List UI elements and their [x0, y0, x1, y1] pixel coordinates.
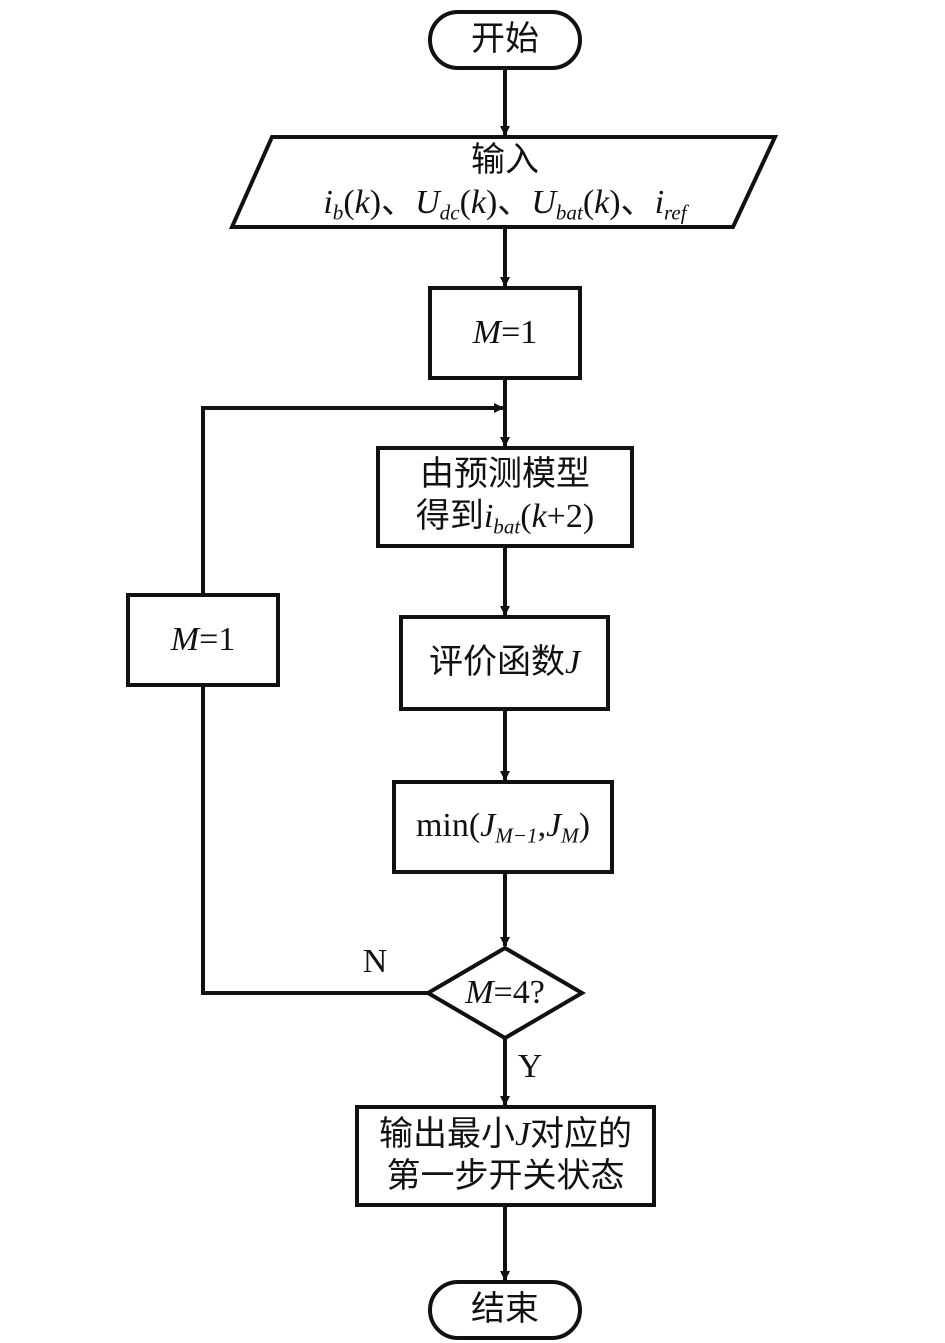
input-title: 输入	[471, 141, 539, 179]
predict-line2: 得到ibat(k+2)	[415, 498, 595, 539]
input-label: 输入 ib(k)、Udc(k)、Ubat(k)、iref	[240, 140, 770, 226]
end-terminal	[428, 1280, 582, 1340]
input-vars: ib(k)、Udc(k)、Ubat(k)、iref	[323, 184, 687, 225]
loop-no-line	[201, 685, 428, 995]
loop-back-arrow	[201, 403, 504, 595]
min-label: min(JM−1,JM)	[415, 807, 591, 848]
decision-label: M=4?	[465, 973, 545, 1011]
cost-label: 评价函数J	[428, 643, 581, 681]
start-label: 开始	[471, 20, 539, 58]
update-label: M=1	[170, 620, 236, 658]
no-label: N	[362, 942, 388, 980]
end-label: 结束	[471, 1290, 539, 1328]
input-parallelogram	[228, 135, 779, 229]
output-line2: 第一步开关状态	[386, 1158, 625, 1195]
predict-line1: 由预测模型	[420, 455, 590, 493]
yes-label: Y	[517, 1047, 543, 1085]
init-label: M=1	[472, 313, 538, 351]
predict-label: 由预测模型 得到ibat(k+2)	[378, 448, 632, 546]
output-line1: 输出最小J对应的	[378, 1115, 633, 1153]
output-label: 输出最小J对应的 第一步开关状态	[357, 1107, 654, 1205]
